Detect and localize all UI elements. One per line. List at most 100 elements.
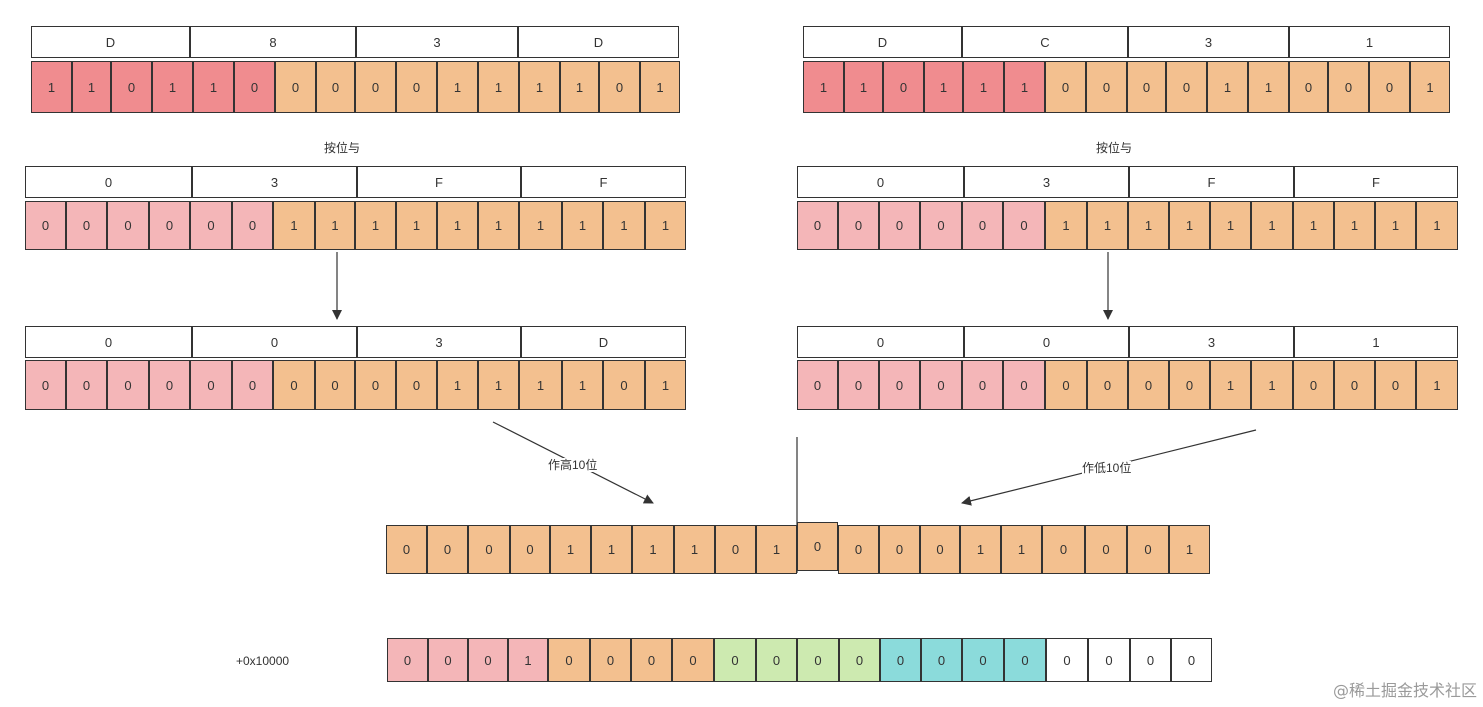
bit-cell: 0 bbox=[839, 638, 880, 682]
bit-cell: 0 bbox=[1127, 61, 1166, 113]
bit-cell: 1 bbox=[1251, 360, 1293, 410]
bit-cell: 1 bbox=[519, 360, 562, 410]
bit-cell: 0 bbox=[111, 61, 152, 113]
bit-cell: 0 bbox=[428, 638, 468, 682]
bit-cell: 0 bbox=[1375, 360, 1416, 410]
bit-cell: 0 bbox=[1088, 638, 1130, 682]
hex-digit-cell: 3 bbox=[964, 166, 1129, 198]
bit-cell: 1 bbox=[437, 360, 478, 410]
bit-cell: 0 bbox=[920, 360, 962, 410]
bit-cell: 0 bbox=[883, 61, 924, 113]
bit-cell: 1 bbox=[1334, 201, 1375, 250]
bit-cell: 0 bbox=[797, 201, 838, 250]
bit-cell: 1 bbox=[437, 61, 478, 113]
bit-cell: 0 bbox=[468, 525, 510, 574]
bit-cell: 1 bbox=[273, 201, 315, 250]
hex-digit-cell: 1 bbox=[1294, 326, 1458, 358]
bit-cell: 0 bbox=[1004, 638, 1046, 682]
bit-cell: 1 bbox=[645, 360, 686, 410]
bit-cell: 1 bbox=[315, 201, 355, 250]
bit-cell: 0 bbox=[1171, 638, 1212, 682]
hex-digit-cell: D bbox=[803, 26, 962, 58]
bit-cell: 0 bbox=[316, 61, 355, 113]
bit-cell: 0 bbox=[1087, 360, 1128, 410]
bit-cell: 0 bbox=[234, 61, 275, 113]
bit-cell: 0 bbox=[315, 360, 355, 410]
hex-digit-cell: 3 bbox=[357, 326, 521, 358]
hex-digit-cell: F bbox=[521, 166, 686, 198]
bit-cell: 0 bbox=[386, 525, 427, 574]
bit-cell: 0 bbox=[149, 360, 190, 410]
bit-cell: 1 bbox=[1375, 201, 1416, 250]
bit-cell: 0 bbox=[603, 360, 645, 410]
bit-cell: 0 bbox=[962, 360, 1003, 410]
bit-cell: 0 bbox=[879, 201, 920, 250]
bit-cell: 1 bbox=[1207, 61, 1248, 113]
hex-digit-cell: 0 bbox=[964, 326, 1129, 358]
bit-cell: 0 bbox=[962, 638, 1004, 682]
bit-cell: 0 bbox=[355, 360, 396, 410]
bit-cell: 0 bbox=[548, 638, 590, 682]
bit-cell: 0 bbox=[25, 201, 66, 250]
hex-digit-cell: F bbox=[1129, 166, 1294, 198]
hex-digit-cell: 3 bbox=[356, 26, 518, 58]
hex-digit-cell: 0 bbox=[25, 166, 192, 198]
right-and-label: 按位与 bbox=[1096, 141, 1133, 155]
bit-cell: 1 bbox=[844, 61, 883, 113]
bit-cell: 1 bbox=[756, 525, 797, 574]
bit-cell: 0 bbox=[396, 360, 437, 410]
bit-cell: 0 bbox=[962, 201, 1003, 250]
bit-cell: 0 bbox=[427, 525, 468, 574]
bit-cell: 1 bbox=[562, 360, 603, 410]
bit-cell: 1 bbox=[508, 638, 548, 682]
bit-cell: 1 bbox=[478, 360, 519, 410]
hex-digit-cell: 3 bbox=[1129, 326, 1294, 358]
bit-cell: 0 bbox=[275, 61, 316, 113]
bit-cell: 1 bbox=[437, 201, 478, 250]
bit-cell: 0 bbox=[1086, 61, 1127, 113]
hex-digit-cell: F bbox=[1294, 166, 1458, 198]
bit-cell: 0 bbox=[190, 201, 232, 250]
bit-cell: 1 bbox=[478, 61, 519, 113]
bit-cell: 0 bbox=[396, 61, 437, 113]
bit-cell: 0 bbox=[1334, 360, 1375, 410]
bit-cell: 1 bbox=[1001, 525, 1042, 574]
bit-cell: 1 bbox=[591, 525, 632, 574]
bit-cell: 0 bbox=[715, 525, 756, 574]
bit-cell: 1 bbox=[632, 525, 674, 574]
bit-cell: 0 bbox=[838, 360, 879, 410]
bit-cell: 1 bbox=[72, 61, 111, 113]
hex-digit-cell: C bbox=[962, 26, 1128, 58]
hex-digit-cell: D bbox=[31, 26, 190, 58]
bit-cell: 1 bbox=[1251, 201, 1293, 250]
bit-cell: 1 bbox=[562, 201, 603, 250]
bit-cell: 1 bbox=[803, 61, 844, 113]
hex-digit-cell: D bbox=[521, 326, 686, 358]
bit-cell: 0 bbox=[797, 638, 839, 682]
bit-cell: 0 bbox=[510, 525, 550, 574]
bit-cell: 1 bbox=[963, 61, 1004, 113]
bit-cell: 0 bbox=[797, 522, 838, 571]
low-bits-label: 作低10位 bbox=[1082, 461, 1132, 475]
bit-cell: 0 bbox=[920, 525, 960, 574]
bit-cell: 0 bbox=[879, 525, 920, 574]
bit-cell: 0 bbox=[599, 61, 640, 113]
bit-cell: 1 bbox=[1210, 360, 1251, 410]
hex-digit-cell: 8 bbox=[190, 26, 356, 58]
bit-cell: 0 bbox=[1169, 360, 1210, 410]
hex-digit-cell: 0 bbox=[797, 326, 964, 358]
bit-cell: 0 bbox=[387, 638, 428, 682]
bit-cell: 1 bbox=[396, 201, 437, 250]
bit-cell: 0 bbox=[838, 525, 879, 574]
bit-cell: 1 bbox=[1416, 360, 1458, 410]
bit-cell: 0 bbox=[590, 638, 631, 682]
bit-cell: 0 bbox=[1293, 360, 1334, 410]
bit-cell: 0 bbox=[1166, 61, 1207, 113]
bit-cell: 1 bbox=[478, 201, 519, 250]
hex-digit-cell: F bbox=[357, 166, 521, 198]
bit-cell: 1 bbox=[193, 61, 234, 113]
bit-cell: 0 bbox=[714, 638, 756, 682]
bit-cell: 1 bbox=[924, 61, 963, 113]
bit-cell: 0 bbox=[1046, 638, 1088, 682]
